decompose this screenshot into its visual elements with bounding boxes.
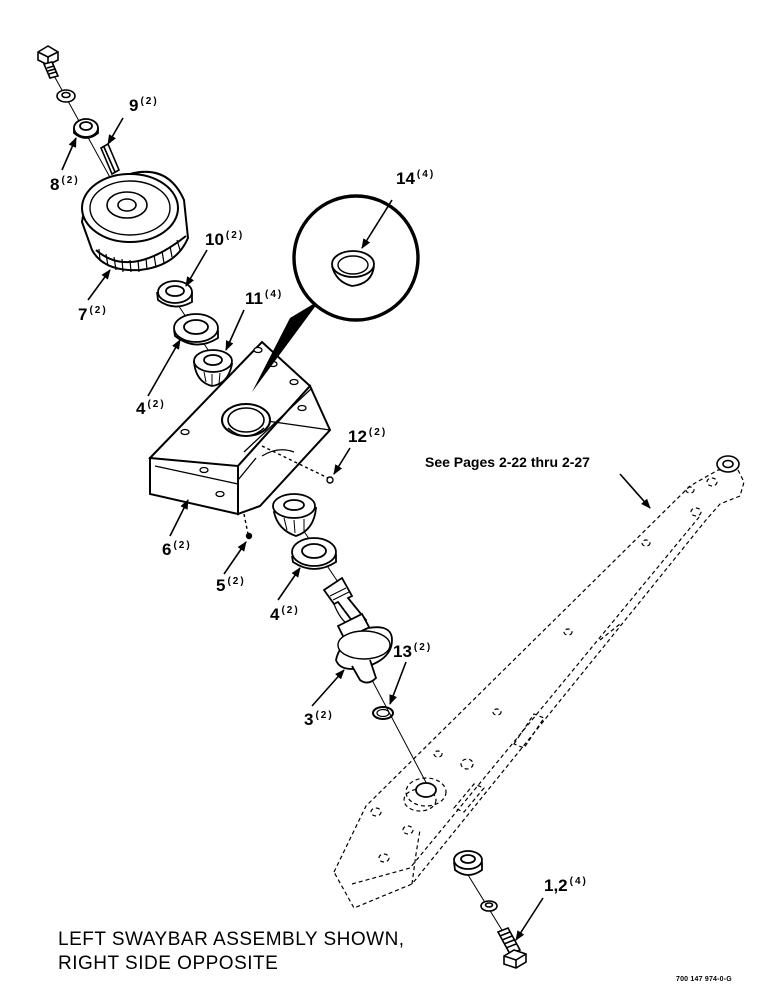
callout-quantity: (2) (281, 605, 300, 617)
callout-label: 1,2(4) (544, 877, 588, 894)
pulley-wheel-item-7 (80, 170, 190, 273)
callout-number: 4 (136, 399, 146, 418)
callout-number: 11 (245, 289, 263, 308)
callout-quantity: (2) (413, 642, 433, 654)
callout-label: 4(2) (136, 400, 166, 417)
callout-label: 5(2) (216, 577, 246, 594)
figure-caption: LEFT SWAYBAR ASSEMBLY SHOWN, RIGHT SIDE … (58, 928, 405, 976)
callout-quantity: (2) (227, 576, 246, 588)
callout-label: 9(2) (129, 97, 159, 114)
callout-number: 7 (78, 305, 88, 324)
magnified-detail-inset (252, 194, 420, 392)
callout-label: 10(2) (205, 231, 244, 248)
callout-label: 14(4) (396, 170, 435, 187)
callout-number: 4 (270, 605, 280, 624)
callout-label: 12(2) (348, 428, 387, 445)
grease-fitting-item-12 (261, 445, 334, 484)
callout-number: 8 (50, 175, 60, 194)
callout-quantity: (2) (368, 427, 388, 439)
bearing-cone-upper-item-11 (192, 349, 234, 387)
callout-number: 6 (162, 540, 172, 559)
spindle-item-3 (322, 576, 393, 684)
reference-note: See Pages 2-22 thru 2-27 (425, 454, 590, 470)
swaybar-end-eye (716, 455, 740, 473)
key-item-9 (99, 142, 121, 176)
callout-label: 11(4) (245, 290, 283, 307)
seal-lower-item-4 (291, 537, 337, 570)
callout-label: 3(2) (304, 711, 334, 728)
swaybar-phantom (333, 469, 745, 909)
set-screw-item-5 (243, 513, 253, 540)
caption-line-2: RIGHT SIDE OPPOSITE (58, 953, 279, 974)
callout-label: 13(2) (393, 643, 432, 660)
callout-quantity: (4) (569, 876, 588, 888)
snap-ring-item-13 (372, 706, 394, 720)
callout-quantity: (4) (416, 169, 436, 181)
callout-quantity: (2) (140, 96, 159, 108)
seal-upper-item-4 (173, 313, 219, 346)
callout-label: 8(2) (50, 176, 80, 193)
callout-quantity: (2) (147, 399, 166, 411)
callout-quantity: (2) (61, 175, 80, 187)
callout-leaders (61, 117, 651, 941)
callout-quantity: (4) (264, 289, 284, 301)
callout-number: 3 (304, 710, 314, 729)
swaybar-bore-bushing (415, 782, 437, 798)
bolt-item-1 (496, 926, 527, 969)
nut-item-8 (73, 118, 99, 139)
housing-item-6 (148, 340, 332, 516)
callout-quantity: (2) (89, 305, 108, 317)
washer-item-2 (480, 900, 498, 912)
callout-number: 10 (205, 230, 224, 249)
bolt-top (37, 45, 60, 79)
callout-number: 13 (393, 642, 412, 661)
bearing-cup-item-14 (331, 250, 375, 287)
callout-number: 1,2 (544, 876, 568, 895)
spacer-item-10 (156, 280, 193, 308)
callout-quantity: (2) (173, 540, 192, 552)
lock-washer-top (56, 89, 76, 103)
callout-quantity: (2) (225, 230, 245, 242)
callout-label: 7(2) (78, 306, 108, 323)
callout-label: 4(2) (270, 606, 300, 623)
bearing-cone-lower (272, 493, 317, 537)
callout-number: 12 (348, 427, 367, 446)
caption-line-1: LEFT SWAYBAR ASSEMBLY SHOWN, (58, 929, 405, 950)
bushing-lower (453, 850, 483, 876)
callout-label: 6(2) (162, 541, 192, 558)
callout-quantity: (2) (315, 710, 334, 722)
callout-number: 5 (216, 576, 226, 595)
drawing-number: 700 147 974-0-G (676, 976, 732, 983)
callout-number: 14 (396, 169, 415, 188)
callout-number: 9 (129, 96, 139, 115)
